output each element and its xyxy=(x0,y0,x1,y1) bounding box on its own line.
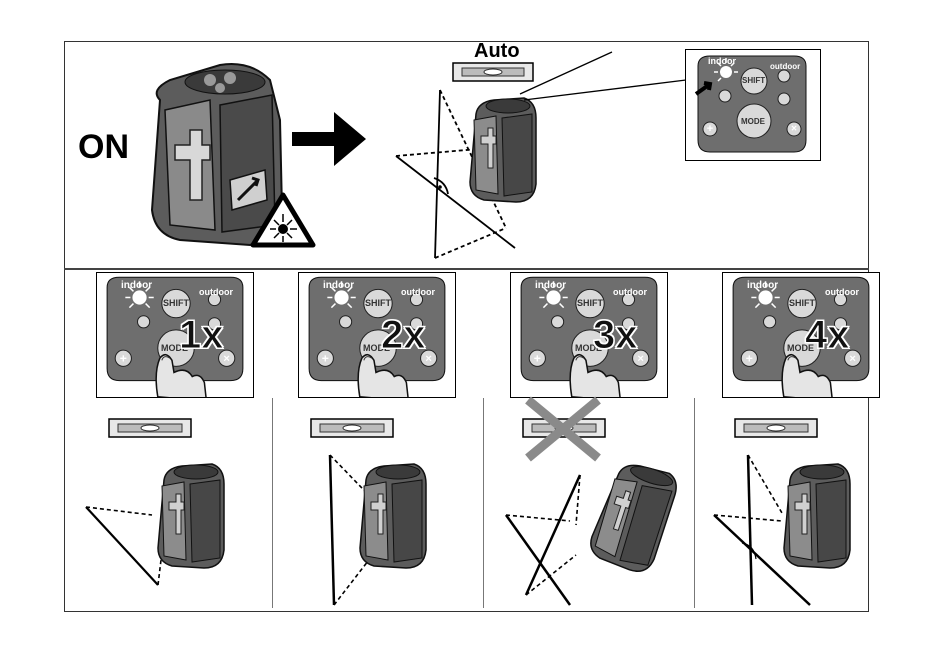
level-bubble-icon xyxy=(108,418,192,438)
mode-button[interactable]: MODE xyxy=(741,117,765,126)
svg-text:+: + xyxy=(707,123,713,135)
outdoor-label: outdoor xyxy=(401,287,435,297)
indoor-label: indoor xyxy=(708,56,736,66)
svg-text:×: × xyxy=(425,353,432,365)
svg-text:+: + xyxy=(120,352,127,366)
level-bubble-icon xyxy=(734,418,818,438)
svg-text:+: + xyxy=(534,352,541,366)
indoor-label: indoor xyxy=(535,280,566,291)
indoor-label: indoor xyxy=(747,280,778,291)
shift-button[interactable]: SHIFT xyxy=(365,298,391,308)
step-divider-2 xyxy=(483,398,484,608)
laser-warning-icon xyxy=(250,192,316,248)
shift-button[interactable]: SHIFT xyxy=(577,298,603,308)
level-bubble-icon xyxy=(310,418,394,438)
indoor-label: indoor xyxy=(121,280,152,291)
section-divider xyxy=(64,268,869,270)
shift-button[interactable]: SHIFT xyxy=(163,298,189,308)
svg-text:×: × xyxy=(223,353,230,365)
step-divider-3 xyxy=(694,398,695,608)
press-count: 1x xyxy=(179,313,224,358)
svg-text:+: + xyxy=(746,352,753,366)
callout-lines xyxy=(500,50,690,130)
top-keypad-frame: + × indoor outdoor SHIFT MODE xyxy=(685,49,821,161)
outdoor-label: outdoor xyxy=(199,287,233,297)
outdoor-label: outdoor xyxy=(825,287,859,297)
press-count: 3x xyxy=(593,313,638,358)
arrow-right-icon xyxy=(290,108,368,170)
press-count: 4x xyxy=(805,313,850,358)
laser-device-icon xyxy=(356,462,428,572)
shift-button[interactable]: SHIFT xyxy=(742,76,765,85)
outdoor-label: outdoor xyxy=(613,287,647,297)
svg-text:×: × xyxy=(791,124,797,135)
laser-device-icon xyxy=(154,462,226,572)
cross-out-icon xyxy=(518,396,608,462)
on-label: ON xyxy=(78,128,129,167)
svg-text:×: × xyxy=(849,353,856,365)
svg-text:+: + xyxy=(322,352,329,366)
shift-button[interactable]: SHIFT xyxy=(789,298,815,308)
outdoor-label: outdoor xyxy=(770,62,800,71)
press-count: 2x xyxy=(381,313,426,358)
svg-text:×: × xyxy=(637,353,644,365)
step-divider-1 xyxy=(272,398,273,608)
indoor-label: indoor xyxy=(323,280,354,291)
laser-device-icon xyxy=(780,462,852,572)
